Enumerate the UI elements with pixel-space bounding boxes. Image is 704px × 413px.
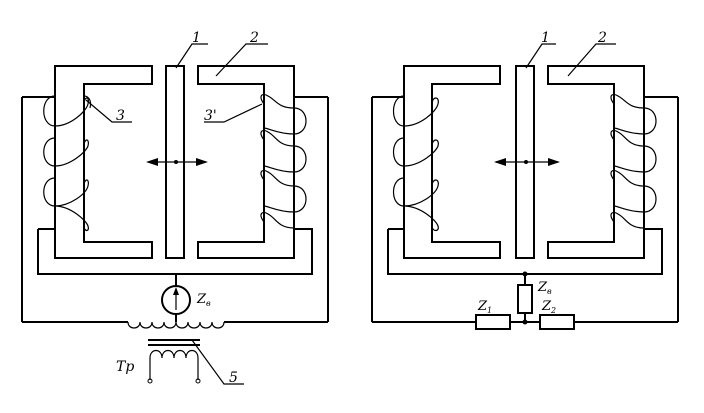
label-1-right: 1 [541, 30, 550, 46]
leader-3 [85, 99, 132, 123]
left-zv-label: Zв [196, 292, 211, 308]
right-z1-label: Z1 [477, 299, 492, 315]
right-wiring [371, 96, 679, 325]
left-coil-3prime [260, 93, 307, 229]
resistor-zv [517, 284, 533, 314]
left-core-left [54, 65, 153, 259]
right-core-left [403, 65, 501, 259]
leader-5 [191, 339, 244, 385]
leader-2-left [215, 43, 268, 77]
resistor-z1 [475, 314, 511, 330]
label-1-left: 1 [192, 30, 201, 46]
leader-2-right [567, 43, 616, 77]
leader-3prime [204, 103, 263, 123]
left-wiring [21, 96, 329, 323]
right-zv-label: Zв [537, 280, 552, 296]
label-3prime: 3' [204, 108, 217, 124]
right-z2-label: Z2 [541, 299, 556, 315]
transformer-winding [127, 321, 225, 384]
resistor-z2 [539, 314, 575, 330]
transformer-label: Тр [116, 359, 134, 375]
left-coil-3 [43, 95, 92, 232]
label-2-right: 2 [597, 30, 607, 46]
label-2-left: 2 [249, 30, 259, 46]
label-5: 5 [229, 370, 238, 386]
leader-1-right [525, 43, 556, 69]
left-core-right [197, 65, 295, 259]
right-coil-right [610, 93, 657, 229]
left-motion-arrows [146, 158, 208, 166]
right-motion-arrows [494, 158, 560, 166]
label-3: 3 [116, 108, 125, 124]
right-diagram: Zв Z1 Z2 1 2 [371, 30, 679, 330]
right-core-right [547, 65, 645, 259]
meter-icon [161, 285, 191, 315]
left-diagram: Zв Тр 5 1 2 3 3' [21, 30, 329, 386]
right-coil-left [392, 95, 439, 232]
leader-1-left [175, 43, 208, 69]
